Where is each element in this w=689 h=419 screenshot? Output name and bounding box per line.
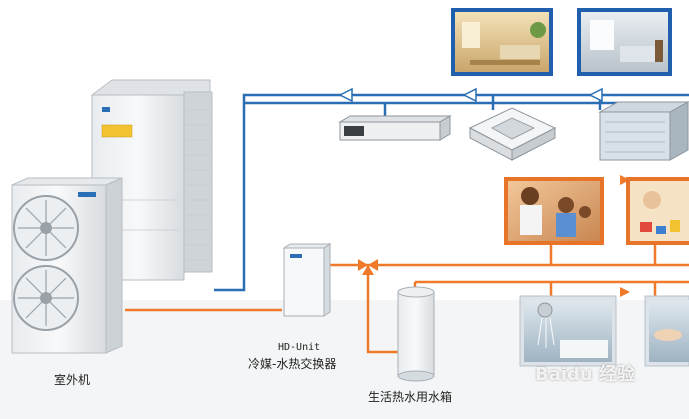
water-tank-label: 生活热水用水箱 — [368, 390, 453, 404]
water-flow-arrows — [620, 175, 630, 297]
living-room-photo — [451, 8, 553, 76]
valve-icon — [358, 259, 378, 275]
outdoor-unit-small-icon — [11, 177, 123, 354]
hd-unit-name-label: HD-Unit — [278, 342, 321, 353]
water-pipes — [125, 245, 689, 354]
refrigerant-flow-arrows — [338, 87, 603, 103]
family-photo — [504, 177, 604, 245]
floor-unit-icon — [598, 101, 689, 161]
sink-photo — [644, 295, 689, 367]
outdoor-unit-label: 室外机 — [54, 373, 91, 387]
refrigerant-pipes — [214, 93, 689, 292]
duct-unit-icon — [338, 115, 452, 141]
cassette-unit-icon — [468, 107, 557, 161]
shower-photo — [519, 295, 617, 367]
hd-unit-desc-label: 冷媒-水热交换器 — [248, 357, 337, 371]
bedroom-photo — [577, 8, 672, 76]
watermark-text: Baidu 经验 — [535, 364, 636, 385]
child-photo — [626, 177, 689, 245]
hd-unit-icon — [282, 243, 332, 317]
water-tank-icon — [397, 286, 435, 382]
